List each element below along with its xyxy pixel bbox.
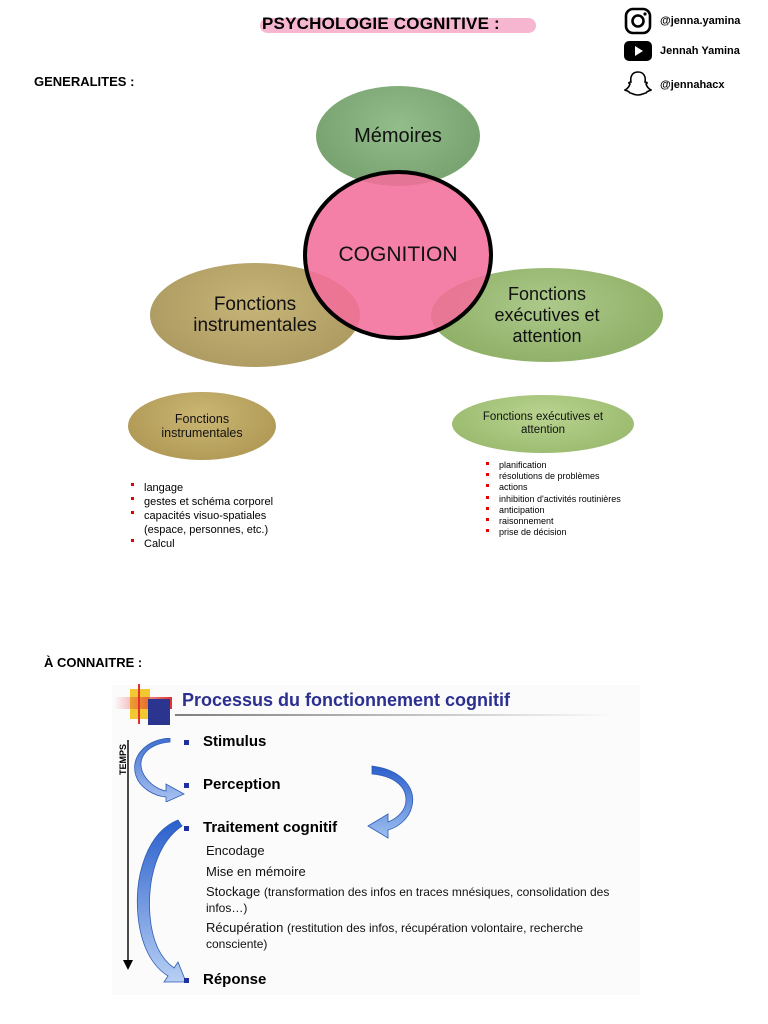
sub-stockage: Stockage (transformation des infos en tr…: [206, 884, 636, 916]
stockage-detail: (transformation des infos en traces mnés…: [206, 885, 610, 915]
stimulus-label: Stimulus: [203, 733, 267, 750]
step-traitement: Traitement cognitif: [184, 819, 337, 836]
instrumentales-small-label: Fonctions instrumentales: [161, 412, 243, 440]
recuperation-detail: (restitution des infos, récupération vol…: [206, 921, 584, 951]
step-perception: Perception: [184, 776, 281, 793]
sub-recuperation: Récupération (restitution des infos, réc…: [206, 920, 626, 952]
list-item: langage: [131, 481, 301, 495]
instrumentales-label: Fonctions instrumentales: [193, 294, 317, 336]
time-axis-text: TEMPS: [118, 744, 128, 776]
step-bullet: [184, 782, 189, 788]
list-item: prise de décision: [486, 527, 626, 538]
list-item: inhibition d'activités routinières: [486, 494, 626, 505]
list-item: actions: [486, 482, 626, 493]
memoires-label: Mémoires: [354, 124, 442, 147]
step-stimulus: Stimulus: [184, 733, 266, 750]
sub-mise-en-memoire: Mise en mémoire: [206, 864, 306, 879]
executives-small-ellipse: Fonctions exécutives et attention: [452, 395, 634, 453]
social-youtube[interactable]: Jennah Yamina: [624, 40, 740, 62]
youtube-icon: [624, 41, 652, 61]
section-generalites: GENERALITES :: [34, 74, 135, 89]
instagram-handle: @jenna.yamina: [660, 15, 741, 27]
instrumentales-small-ellipse: Fonctions instrumentales: [128, 392, 276, 460]
slide-deco-blue: [148, 699, 170, 725]
reponse-label: Réponse: [203, 971, 267, 988]
process-slide: [112, 685, 640, 995]
time-axis: [123, 740, 133, 970]
slide-deco-line-v: [138, 684, 140, 724]
title-block: PSYCHOLOGIE COGNITIVE :: [260, 14, 536, 36]
list-item: raisonnement: [486, 516, 626, 527]
executives-label: Fonctions exécutives et attention: [494, 283, 600, 346]
curved-arrow-2: [367, 765, 414, 839]
stockage-label: Stockage: [206, 884, 261, 899]
social-instagram[interactable]: @jenna.yamina: [624, 7, 740, 35]
perception-label: Perception: [203, 776, 281, 793]
snapchat-handle: @jennahacx: [660, 79, 725, 91]
list-item: résolutions de problèmes: [486, 471, 626, 482]
step-bullet: [184, 739, 189, 745]
step-reponse: Réponse: [184, 971, 266, 988]
page-title: PSYCHOLOGIE COGNITIVE :: [262, 14, 500, 33]
memoires-ellipse: Mémoires: [316, 86, 480, 186]
slide-title-rule: [175, 714, 615, 716]
step-bullet: [184, 977, 189, 983]
section-a-connaitre: À CONNAITRE :: [44, 655, 143, 670]
instagram-icon: [624, 7, 652, 35]
list-item: gestes et schéma corporel: [131, 495, 301, 509]
social-snapchat[interactable]: @jennahacx: [624, 70, 725, 100]
executives-small-label: Fonctions exécutives et attention: [482, 411, 604, 436]
snapchat-ghost-icon: [624, 71, 652, 96]
step-bullet: [184, 825, 189, 831]
list-item: anticipation: [486, 505, 626, 516]
title-highlight: [260, 18, 536, 33]
sub-encodage: Encodage: [206, 843, 265, 858]
cognition-label: COGNITION: [338, 243, 458, 266]
list-item: Calcul: [131, 537, 301, 551]
list-item: planification: [486, 460, 626, 471]
youtube-handle: Jennah Yamina: [660, 45, 740, 57]
list-item: capacités visuo-spatiales (espace, perso…: [131, 509, 301, 537]
curved-arrow-1: [134, 738, 185, 802]
process-title: Processus du fonctionnement cognitif: [182, 690, 511, 710]
curved-arrow-3: [136, 819, 187, 983]
traitement-label: Traitement cognitif: [203, 819, 338, 836]
recuperation-label: Récupération: [206, 920, 284, 935]
cognition-circle: COGNITION: [303, 170, 493, 340]
